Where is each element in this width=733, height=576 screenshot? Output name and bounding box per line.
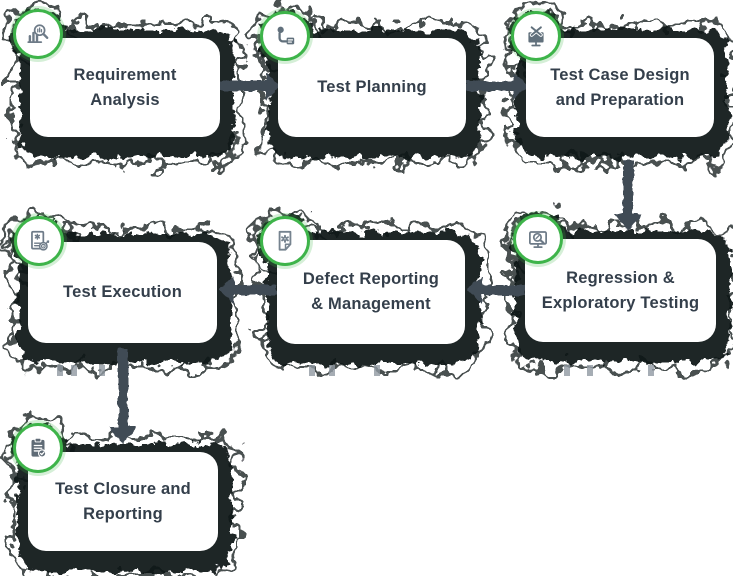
flow-arrows — [109, 72, 642, 444]
node-test-execution-label: Test Execution — [63, 283, 182, 302]
badge-test-case-design — [511, 11, 561, 61]
arrow-design-to-regression — [614, 160, 642, 231]
clipboard-report-icon — [31, 437, 47, 458]
node-test-case-design: Test Case Design and Preparation — [526, 38, 714, 137]
arrow-regression-to-defect — [467, 276, 525, 304]
node-test-planning-label: Test Planning — [317, 78, 427, 97]
bar-chart-magnifier-icon — [27, 24, 49, 43]
monitor-magnifier-icon — [529, 231, 547, 248]
badge-test-closure — [13, 423, 63, 473]
node-regression-exploratory: Regression & Exploratory Testing — [525, 239, 716, 342]
node-test-planning: Test Planning — [278, 38, 466, 137]
sketch-dashes — [57, 365, 654, 376]
node-defect-reporting-label: Defect Reporting & Management — [302, 270, 440, 313]
monitor-pencil-ruler-icon — [528, 25, 544, 47]
badge-regression-exploratory — [513, 214, 563, 264]
node-test-execution: Test Execution — [28, 242, 217, 343]
badge-defect-reporting — [260, 216, 310, 266]
arrow-requirement-to-planning — [219, 72, 281, 100]
node-regression-exploratory-label: Regression & Exploratory Testing — [541, 268, 700, 312]
arrow-defect-to-execution — [219, 276, 277, 304]
badge-requirement-analysis — [13, 9, 63, 59]
node-defect-reporting: Defect Reporting & Management — [277, 240, 465, 344]
badge-test-execution — [14, 216, 64, 266]
person-checklist-icon — [277, 26, 295, 45]
document-gear-icon — [278, 230, 292, 251]
document-gear-target-icon — [31, 230, 50, 251]
node-test-case-design-label: Test Case Design and Preparation — [550, 65, 690, 109]
node-test-closure-label: Test Closure and Reporting — [55, 479, 191, 523]
arrow-planning-to-design — [466, 72, 528, 100]
node-test-closure: Test Closure and Reporting — [28, 452, 218, 551]
arrow-execution-to-closure — [109, 348, 137, 444]
badge-test-planning — [260, 11, 310, 61]
node-requirement-analysis-label: Requirement Analysis — [73, 65, 177, 109]
node-requirement-analysis: Requirement Analysis — [30, 38, 220, 137]
